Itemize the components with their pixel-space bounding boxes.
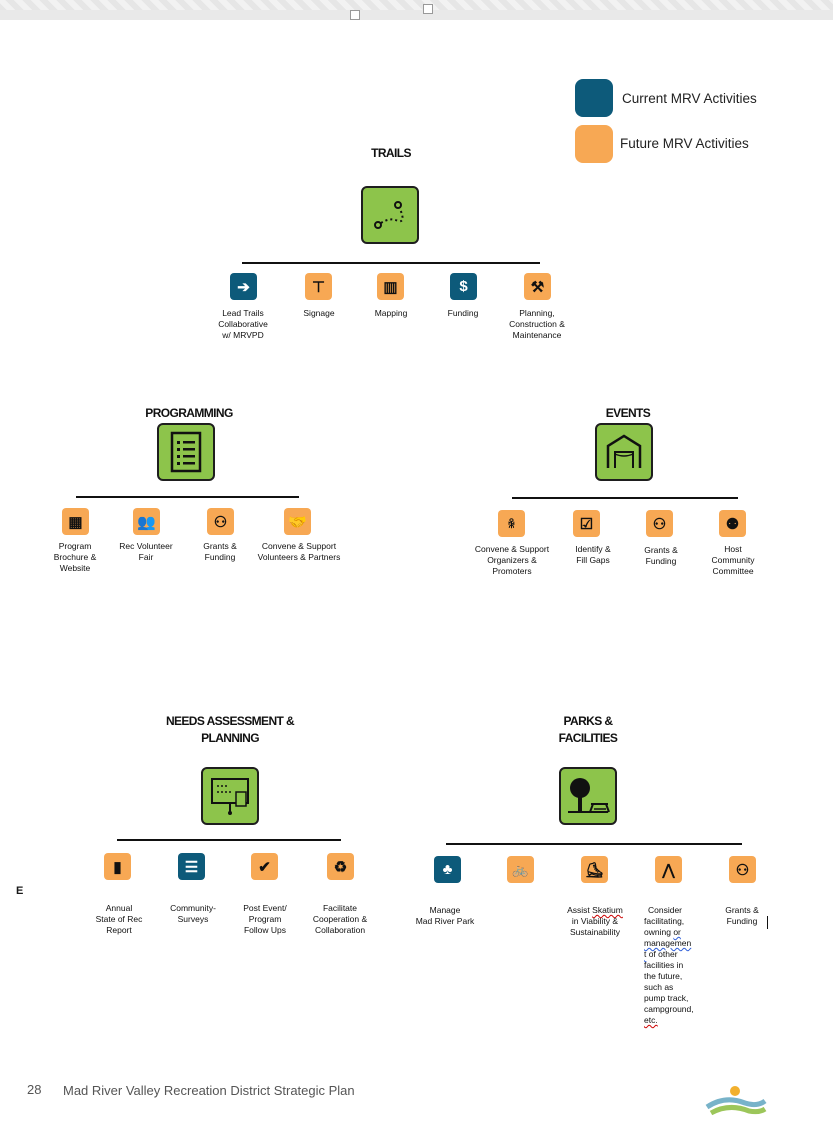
parks-branch-line: [446, 843, 742, 845]
group-icon: ⚇: [729, 856, 756, 883]
needs-title-line2: PLANNING: [201, 731, 259, 745]
trails-item-label: Lead Trails Collaborative w/ MRVPD: [218, 308, 268, 340]
parks-title-line2: FACILITIES: [558, 731, 618, 745]
consider-line: Consider: [648, 905, 683, 915]
programming-item-label: Program Brochure & Website: [53, 541, 97, 573]
dollar-icon: $: [450, 273, 477, 300]
crowd-icon: ꆜ: [498, 510, 525, 537]
consider-text: Consider facilitating, owning or managem…: [644, 905, 714, 1026]
events-branch-line: [512, 497, 738, 499]
consider-line: pump track,: [644, 993, 689, 1003]
handshake-icon: 🤝: [284, 508, 311, 535]
footer-title: Mad River Valley Recreation District Str…: [63, 1083, 355, 1098]
needs-item-label: Post Event/ Program Follow Ups: [243, 903, 287, 935]
tent-icon: ⋀: [655, 856, 682, 883]
people-icon: 👥: [133, 508, 160, 535]
legend-future-swatch: [575, 125, 613, 163]
report-icon: ▮: [104, 853, 131, 880]
programming-item-label: Grants & Funding: [203, 541, 237, 562]
needs-title-line1: NEEDS ASSESSMENT &: [165, 714, 295, 728]
programming-branch-line: [76, 496, 299, 498]
legend-current-label: Current MRV Activities: [622, 91, 757, 106]
consider-line: facilitating,: [644, 916, 685, 926]
trails-branch-line: [242, 262, 540, 264]
consider-line: managemen: [644, 938, 692, 948]
needs-icon: [201, 767, 259, 825]
trails-icon: [361, 186, 419, 244]
consider-line: such as: [644, 982, 674, 992]
checkmark-icon: ✔: [251, 853, 278, 880]
events-item-label: Host Community Committee: [711, 544, 755, 576]
logo: [705, 1085, 767, 1117]
footer-page-number: 28: [27, 1082, 42, 1097]
side-letter: E: [16, 885, 24, 897]
parks-item-label-skatium: Assist Skatium in Viability & Sustainabi…: [555, 905, 635, 938]
committee-icon: ⚉: [719, 510, 746, 537]
events-title: EVENTS: [605, 406, 651, 420]
consider-line: facilities in: [644, 960, 684, 970]
programming-item-label: Rec Volunteer Fair: [119, 541, 173, 562]
needs-item-label: Facilitate Cooperation & Collaboration: [312, 903, 368, 935]
parks-item-label: Grants & Funding: [725, 905, 759, 926]
brochure-icon: ▦: [62, 508, 89, 535]
arrow-icon: ➔: [230, 273, 257, 300]
consider-line: t of other: [644, 949, 678, 959]
parks-icon: [559, 767, 617, 825]
trails-item-label: Signage: [303, 308, 335, 318]
group-icon: ⚇: [646, 510, 673, 537]
skatium-pre: Assist: [567, 905, 593, 915]
events-item-label: Identify & Fill Gaps: [575, 544, 611, 565]
events-item-label: Grants & Funding: [644, 545, 678, 566]
programming-title: PROGRAMMING: [145, 406, 233, 420]
needs-title: NEEDS ASSESSMENT & PLANNING: [140, 713, 320, 747]
trails-item-label: Planning, Construction & Maintenance: [509, 308, 565, 340]
cycle-icon: ♻: [327, 853, 354, 880]
skatium-post: in Viability & Sustainability: [569, 916, 621, 937]
text-cursor: [767, 916, 768, 929]
parks-title: PARKS & FACILITIES: [538, 713, 638, 747]
resize-handle[interactable]: [350, 10, 360, 20]
calendar-check-icon: ☑: [573, 510, 600, 537]
consider-line: campground,: [644, 1004, 694, 1014]
events-item-label: Convene & Support Organizers & Promoters: [474, 544, 550, 576]
resize-handle[interactable]: [423, 4, 433, 14]
events-icon: [595, 423, 653, 481]
consider-line: etc.: [644, 1015, 658, 1025]
park-icon: ♣: [434, 856, 461, 883]
hammer-icon: ⚒: [524, 273, 551, 300]
programming-item-label: Convene & Support Volunteers & Partners: [257, 541, 341, 562]
needs-item-label: Annual State of Rec Report: [95, 903, 143, 935]
trails-item-label: Funding: [447, 308, 479, 318]
legend-current-swatch: [575, 79, 613, 117]
parks-title-line1: PARKS &: [563, 714, 614, 728]
signpost-icon: ⊤: [305, 273, 332, 300]
ruler-bar: [0, 0, 833, 20]
needs-branch-line: [117, 839, 341, 841]
parks-item-label: Manage Mad River Park: [415, 905, 475, 926]
consider-line: the future,: [644, 971, 683, 981]
skatium-word: Skatium: [592, 905, 623, 915]
trails-item-label: Mapping: [374, 308, 408, 318]
needs-item-label: Community- Surveys: [170, 903, 216, 924]
bike-icon: 🚲: [507, 856, 534, 883]
survey-icon: ☰: [178, 853, 205, 880]
skate-icon: ⛸: [581, 856, 608, 883]
map-icon: ▥: [377, 273, 404, 300]
programming-icon: [157, 423, 215, 481]
trails-title: TRAILS: [371, 146, 411, 160]
group-icon: ⚇: [207, 508, 234, 535]
consider-line: owning or: [644, 927, 681, 937]
legend-future-label: Future MRV Activities: [620, 136, 749, 151]
